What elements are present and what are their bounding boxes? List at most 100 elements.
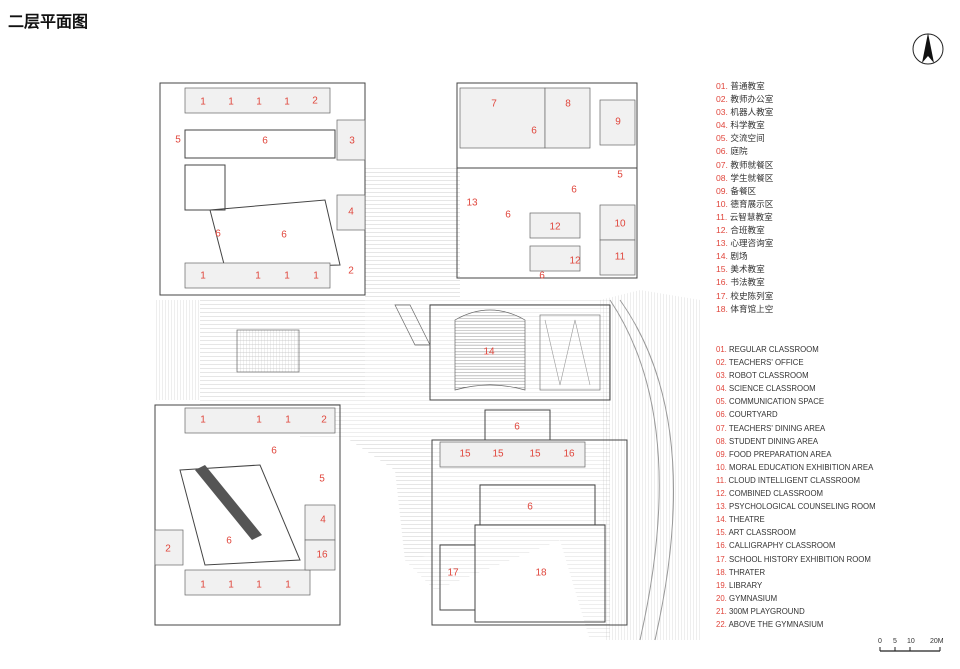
room-label: 6 — [527, 502, 533, 513]
legend-cn-text: 交流空间 — [730, 133, 765, 144]
legend-en-text: SCIENCE CLASSROOM — [729, 384, 816, 394]
legend-en-text: FOOD PREPARATION AREA — [729, 449, 832, 459]
legend-cn-text: 教师就餐区 — [730, 159, 774, 170]
legend-en-item: 22. ABOVE THE GYMNASIUM — [716, 618, 876, 631]
scale-label-10: 10 — [907, 638, 915, 645]
legend-en-item: 02. TEACHERS' OFFICE — [716, 356, 876, 369]
room-label: 14 — [483, 347, 495, 358]
legend-en-number: 16. — [716, 541, 727, 551]
legend-en-item: 07. TEACHERS' DINING AREA — [716, 422, 876, 435]
legend-cn-text: 学生就餐区 — [730, 172, 774, 183]
room-label: 1 — [313, 271, 319, 282]
legend-cn-text: 云智慧教室 — [729, 211, 773, 222]
room-label: 1 — [256, 580, 262, 591]
room-label: 16 — [563, 449, 575, 460]
legend-en-number: 08. — [716, 436, 727, 446]
legend-cn-number: 01. — [716, 81, 728, 91]
legend-cn-text: 德育展示区 — [730, 198, 774, 209]
legend-cn-item: 17. 校史陈列室 — [716, 290, 773, 303]
legend-cn-text: 科学教室 — [730, 120, 765, 131]
room-label: 6 — [531, 126, 537, 137]
legend-cn-number: 11. — [716, 211, 728, 222]
legend-cn-item: 06. 庭院 — [716, 145, 773, 158]
legend-en-text: SCHOOL HISTORY EXHIBITION ROOM — [729, 554, 871, 564]
legend-cn-number: 18. — [716, 303, 728, 314]
legend-en-item: 10. MORAL EDUCATION EXHIBITION AREA — [716, 461, 876, 474]
legend-cn-text: 美术教室 — [730, 264, 765, 275]
room-label: 6 — [281, 230, 287, 241]
room-label: 16 — [316, 550, 328, 561]
legend-cn-item: 13. 心理咨询室 — [716, 237, 773, 250]
legend-cn-number: 13. — [716, 238, 728, 249]
legend-en-number: 10. — [716, 462, 727, 472]
legend-cn-number: 16. — [716, 277, 728, 288]
legend-cn-number: 07. — [716, 159, 728, 170]
room-label: 17 — [447, 568, 459, 579]
legend-en-item: 09. FOOD PREPARATION AREA — [716, 448, 876, 461]
legend-en-text: CLOUD INTELLIGENT CLASSROOM — [728, 475, 861, 485]
legend-en-number: 06. — [716, 410, 727, 420]
legend-en-item: 01. REGULAR CLASSROOM — [716, 343, 876, 356]
room-label: 5 — [175, 135, 181, 146]
legend-en-item: 16. CALLIGRAPHY CLASSROOM — [716, 539, 876, 552]
room-label: 15 — [492, 449, 504, 460]
legend-cn-number: 04. — [716, 120, 728, 131]
legend-en-text: LIBRARY — [729, 580, 763, 590]
legend-cn-number: 09. — [716, 185, 728, 196]
room-label: 1 — [228, 580, 234, 591]
plan-title: 二层平面图 — [8, 12, 89, 31]
legend-en-item: 14. THEATRE — [716, 513, 876, 526]
legend-cn-number: 06. — [716, 146, 728, 157]
legend-cn-text: 庭院 — [730, 146, 748, 157]
legend-cn-text: 备餐区 — [730, 185, 757, 196]
room-label: 1 — [200, 415, 206, 426]
legend-en-number: 05. — [716, 397, 727, 407]
legend-en-item: 21. 300M PLAYGROUND — [716, 605, 876, 618]
legend-en-text: COMBINED CLASSROOM — [729, 489, 824, 499]
room-label: 12 — [549, 222, 561, 233]
legend-cn-text: 普通教室 — [730, 81, 765, 91]
legend-cn-item: 18. 体育馆上空 — [716, 303, 773, 316]
legend-en-number: 04. — [716, 384, 727, 394]
legend-cn-text: 书法教室 — [730, 277, 765, 288]
room-label: 6 — [539, 271, 545, 282]
legend-cn-text: 校史陈列室 — [730, 290, 774, 301]
legend-cn-number: 05. — [716, 133, 728, 144]
legend-en-text: PSYCHOLOGICAL COUNSELING ROOM — [729, 502, 876, 512]
legend-cn-item: 12. 合班教室 — [716, 224, 773, 237]
room-label: 1 — [285, 580, 291, 591]
legend-en-text: THRATER — [728, 567, 766, 577]
legend-en-text: ART CLASSROOM — [728, 528, 796, 538]
legend-cn-item: 02. 教师办公室 — [716, 93, 773, 106]
legend-cn-item: 10. 德育展示区 — [716, 198, 773, 211]
legend-en-item: 17. SCHOOL HISTORY EXHIBITION ROOM — [716, 553, 876, 566]
legend-cn-item: 14. 剧场 — [716, 250, 773, 263]
legend-en-number: 09. — [716, 449, 727, 459]
legend-en-item: 06. COURTYARD — [716, 408, 876, 421]
legend-en-number: 01. — [716, 345, 727, 354]
legend-en-number: 11. — [716, 475, 727, 485]
legend-en-text: REGULAR CLASSROOM — [729, 345, 819, 354]
room-label: 1 — [228, 97, 234, 108]
theatre-seating — [454, 309, 601, 391]
legend-en-text: THEATRE — [728, 515, 765, 525]
legend-en-number: 07. — [716, 423, 727, 433]
room-label: 1 — [256, 415, 262, 426]
room-label: 1 — [200, 271, 206, 282]
room-label: 3 — [349, 136, 355, 147]
room-label: 13 — [466, 198, 478, 209]
legend-cn-number: 10. — [716, 198, 728, 209]
legend-en-number: 15. — [716, 528, 727, 538]
room-label: 6 — [262, 136, 268, 147]
legend-en-number: 19. — [716, 580, 727, 590]
legend-en-number: 13. — [716, 502, 727, 512]
scale-bar — [879, 647, 941, 652]
legend-en-text: GYMNASIUM — [729, 593, 778, 603]
legend-en-item: 11. CLOUD INTELLIGENT CLASSROOM — [716, 474, 876, 487]
legend-cn-item: 16. 书法教室 — [716, 276, 773, 289]
legend-en-number: 14. — [716, 515, 727, 525]
